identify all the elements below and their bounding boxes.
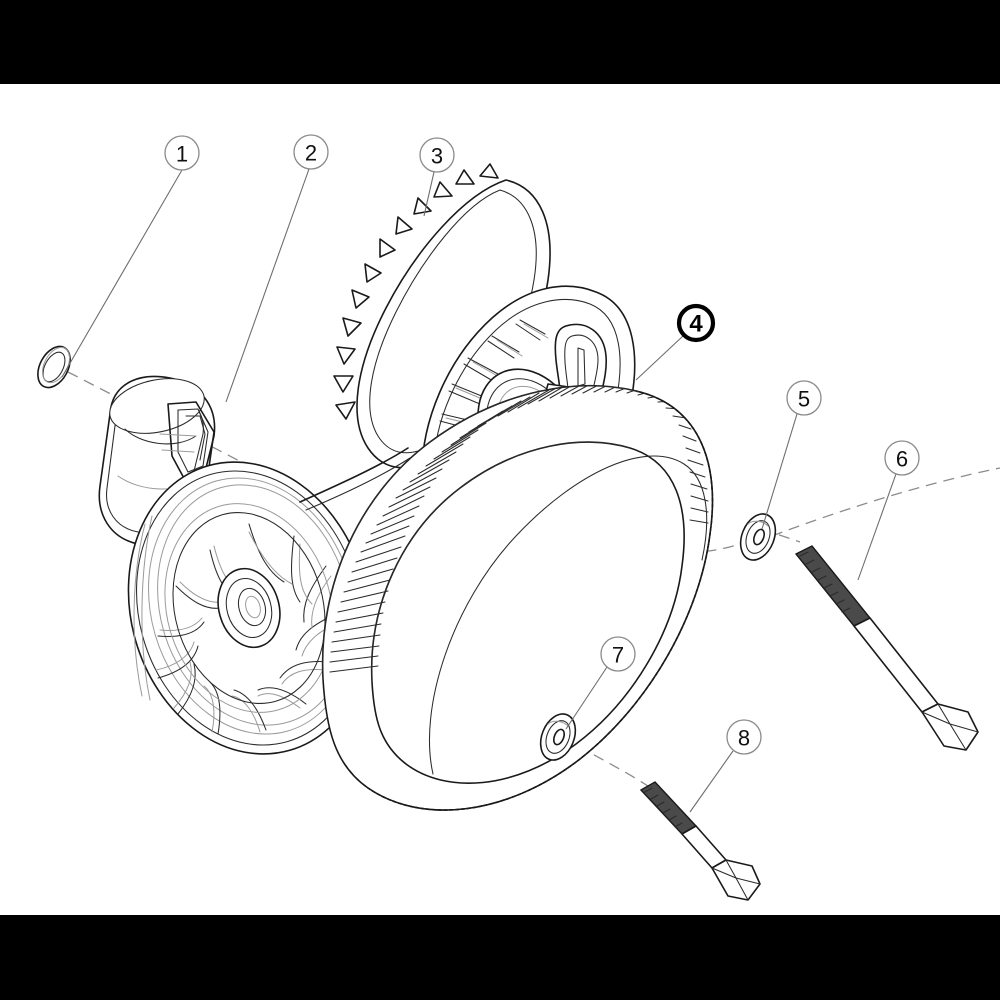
washer7-hole [552,728,566,746]
leader-line-1 [61,169,183,378]
leader-line-4 [635,335,684,381]
callout-2-label: 2 [305,141,317,166]
callout-1-circle[interactable] [164,135,200,171]
washer5-highlight [747,520,769,527]
bolt8-shank [681,825,727,869]
washer7-outer [539,713,577,761]
belt-edge-shading [322,385,641,683]
callout-1[interactable]: 1 [164,135,200,171]
bolt6-thread-ridges [799,551,851,613]
bolt6-head-facet-c [921,711,951,725]
bolt8-thread-ridges [644,787,683,828]
callout-5-circle[interactable] [786,380,822,416]
leader-line-6 [857,473,897,581]
callout-6-label: 6 [896,447,908,472]
o-ring-outer [37,345,71,389]
callout-8-label: 8 [738,726,750,751]
part-4-drive-belt[interactable] [321,380,714,811]
bolt6-shank [853,617,939,713]
exploded-parts-illustration: 1 2 3 4 5 6 7 [31,134,1000,901]
belt-serrated-outer-rim [367,391,714,811]
bolt6-head [921,703,979,751]
callout-2-circle[interactable] [293,134,329,170]
bolt8-head-facet-b [735,877,761,885]
callout-5[interactable]: 5 [786,380,822,416]
callout-4[interactable]: 4 [676,303,716,343]
letterbox-bar-bottom [0,915,1000,1000]
sheave2-edge-shade [133,523,146,697]
letterbox-bar-top [0,0,1000,84]
drive-shaft-link [299,447,411,511]
callout-2[interactable]: 2 [293,134,329,170]
washer7-highlight [547,720,569,727]
bolt6-threads [794,545,872,627]
callout-4-label: 4 [689,311,703,338]
washer5-hole [752,528,766,546]
leader-line-3 [423,171,435,217]
callout-7-circle[interactable] [600,636,636,672]
callout-5-label: 5 [798,387,810,412]
belt-cog-teeth [329,385,709,673]
washer5-outer [739,513,777,561]
diagram-canvas: 1 2 3 4 5 6 7 [0,84,1000,915]
callout-6[interactable]: 6 [884,440,920,476]
belt-far-edge [429,455,708,775]
bolt8-head [711,859,761,901]
leader-line-8 [689,750,734,813]
part-5-washer[interactable] [734,509,782,565]
part-7-washer[interactable] [534,709,582,765]
callout-3[interactable]: 3 [419,137,455,173]
callout-1-label: 1 [176,142,188,167]
callout-3-circle[interactable] [419,137,455,173]
callout-3-label: 3 [431,144,443,169]
bolt8-head-facet-c [711,867,737,879]
leader-line-7 [565,666,608,730]
callout-6-circle[interactable] [884,440,920,476]
callout-8-circle[interactable] [726,719,762,755]
callout-leader-lines [61,168,897,813]
part-1-o-ring[interactable] [31,341,76,393]
callout-8[interactable]: 8 [726,719,762,755]
leader-line-2 [225,168,310,403]
callout-7-label: 7 [612,643,624,668]
sheave2-center-hub [217,567,281,649]
washer7-face [545,720,571,754]
part-8-bolt-short[interactable] [639,781,761,901]
part-6-bolt-long[interactable] [794,545,979,751]
callout-4-circle[interactable] [676,303,716,343]
sheave2-edge-shade-2 [141,515,153,701]
sheave3-fan-teeth [333,163,499,420]
leader-line-5 [761,413,798,530]
callout-7[interactable]: 7 [600,636,636,672]
part-2-movable-drive-sheave[interactable] [95,371,403,783]
bolt6-head-facet-b [949,723,979,733]
